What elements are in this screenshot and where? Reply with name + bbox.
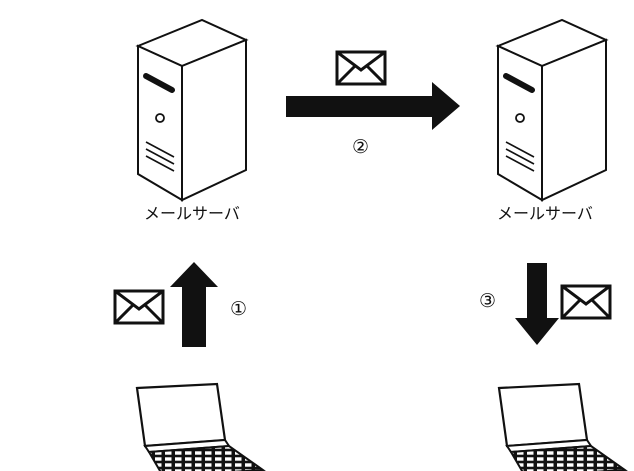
envelope-icon-step3: [560, 284, 612, 320]
arrow-up-step1: [170, 262, 218, 347]
server-icon-left: [138, 20, 246, 200]
arrow-down-step3: [515, 263, 559, 345]
step-number-3: ③: [479, 290, 497, 312]
laptop-icon-left: [135, 382, 265, 471]
arrow-right-step2: [286, 82, 460, 130]
server-label-left: メールサーバ: [144, 204, 240, 223]
server-icon-right: [498, 20, 606, 200]
step-number-1: ①: [230, 298, 248, 320]
step-number-2: ②: [352, 136, 370, 158]
envelope-icon-step1: [113, 289, 165, 325]
envelope-icon-step2: [335, 50, 387, 86]
laptop-icon-right: [497, 382, 627, 471]
server-label-right: メールサーバ: [497, 204, 593, 223]
